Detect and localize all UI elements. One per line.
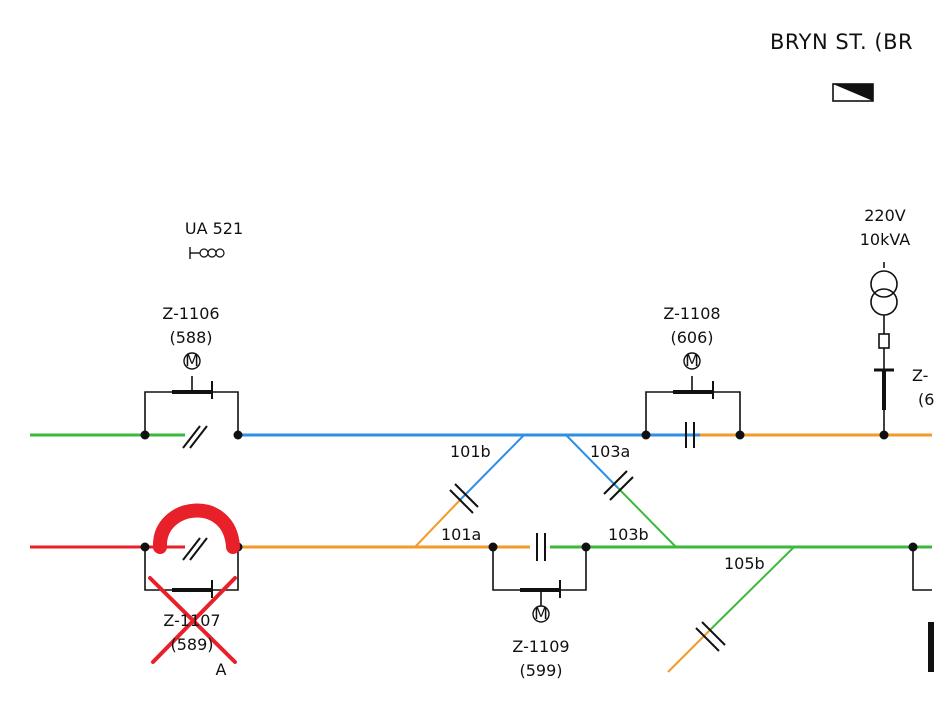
station-name: BRYN ST. (BR [770,30,913,54]
switch-edge-id: Z- [912,366,928,385]
switch-right-partial [908,542,934,672]
switch-z1108[interactable]: M [641,351,745,448]
motor-label: M [685,351,699,370]
switch-z1109[interactable]: M [488,542,591,624]
switch-z1108-id: Z-1108 [663,304,720,323]
switch-z1109-num: (599) [519,661,562,680]
direction-flag-icon [832,83,874,102]
motor-label: M [185,351,199,370]
crossover-101-orange [414,499,461,548]
transformer-voltage: 220V [864,206,906,225]
segment-103b: 103b [608,525,649,544]
segment-105b: 105b [724,554,765,573]
crossover-103-green [617,487,677,548]
switch-z1107-num: (589) [170,635,213,654]
crossover-103-blue [565,434,619,489]
switch-z1106-id: Z-1106 [162,304,219,323]
cross-out-marker [148,576,237,664]
transformer-power: 10kVA [860,230,911,249]
switch-z1108-num: (606) [670,328,713,347]
branch-105-green [709,546,795,631]
switch-z1106-num: (588) [169,328,212,347]
indicator-ua521-icon [189,247,225,259]
segment-101b: 101b [450,442,491,461]
a-mark: A [216,660,227,679]
crossover-101-blue [459,434,525,501]
switch-z1107[interactable] [140,537,243,598]
indicator-label: UA 521 [185,219,243,238]
switch-z1107-id: Z-1107 [163,611,220,630]
branch-105-orange [667,629,711,673]
motor-label: M [534,604,548,623]
bypass-arc-marker [153,503,240,554]
switch-z1106[interactable]: M [140,351,243,449]
crossovers [414,434,795,673]
segment-101a: 101a [441,525,481,544]
transformer [870,262,898,440]
switch-z1109-id: Z-1109 [512,637,569,656]
segment-103a: 103a [590,442,630,461]
switch-edge-num: (6 [918,390,934,409]
